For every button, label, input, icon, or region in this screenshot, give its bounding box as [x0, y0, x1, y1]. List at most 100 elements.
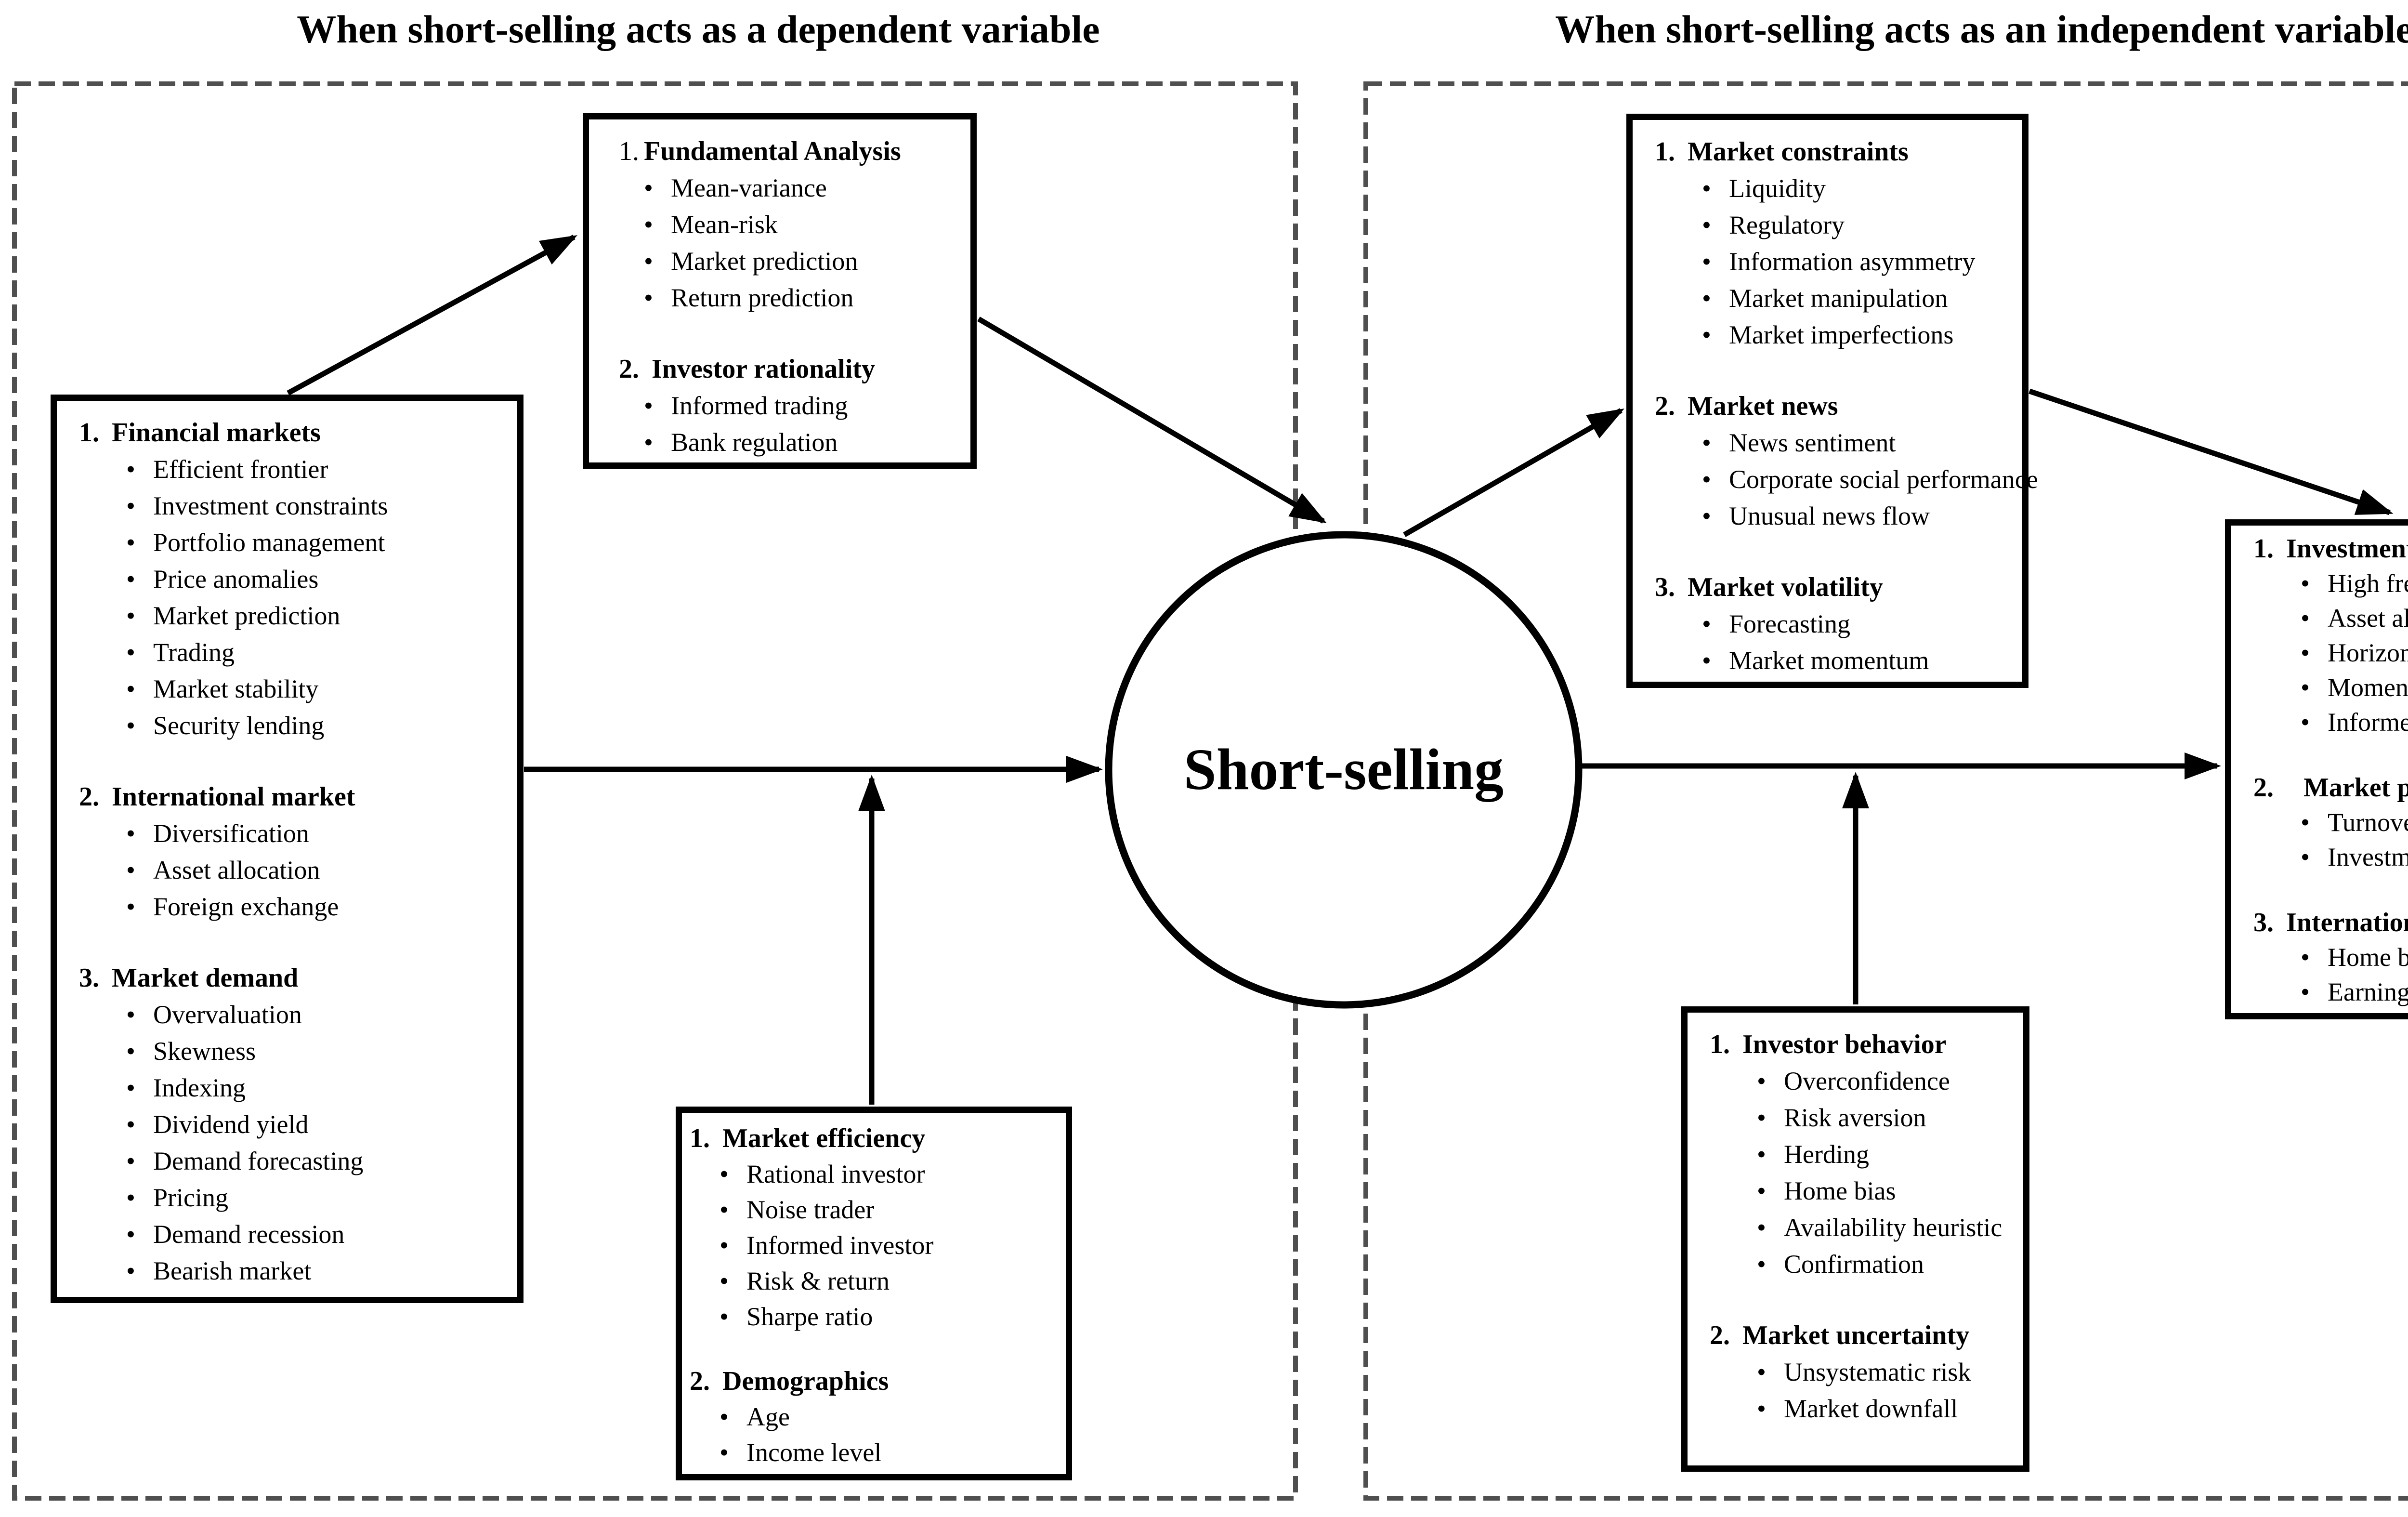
- investment-decision-box: 1.Investment decisionHigh frequency trad…: [2225, 519, 2408, 1019]
- list-item: Age: [717, 1399, 1058, 1435]
- list-item: Risk aversion: [1754, 1099, 2015, 1136]
- section-number: 1.: [1655, 137, 1675, 167]
- list-item: Asset allocation: [123, 852, 510, 888]
- section-heading: 1.Investor behavior: [1710, 1026, 2015, 1063]
- box-section: 3. Market demandOvervaluationSkewnessInde…: [79, 960, 510, 1289]
- section-item-list: Mean-varianceMean-riskMarket predictionR…: [619, 170, 963, 316]
- section-item-list: News sentimentCorporate social performan…: [1655, 424, 2038, 534]
- section-item-list: ForecastingMarket momentum: [1655, 606, 2015, 679]
- box-section: 1.Investment decisionHigh frequency trad…: [2253, 531, 2408, 739]
- section-heading: 2. Investor rationality: [619, 351, 963, 387]
- section-number: 1.: [619, 136, 639, 166]
- section-item-list: LiquidityRegulatoryInformation asymmetry…: [1655, 170, 2015, 353]
- list-item: Market momentum: [1699, 642, 2015, 679]
- section-heading: 2.Market news: [1655, 388, 2015, 424]
- list-item: Income level: [717, 1435, 1058, 1470]
- section-title: Investor rationality: [652, 354, 876, 384]
- right-panel-dashed-border: [1363, 81, 2408, 1501]
- list-item: Diversification: [123, 815, 510, 852]
- section-item-list: Turnover ratioInvestment return: [2253, 805, 2408, 874]
- financial-markets-box: 1.Financial marketsEfficient frontierInv…: [51, 395, 523, 1303]
- section-heading: 1.Investment decision: [2253, 531, 2408, 566]
- list-item: Availability heuristic: [1754, 1209, 2015, 1246]
- list-item: Market prediction: [123, 597, 510, 634]
- list-item: Market prediction: [641, 243, 963, 279]
- box-section: 2. International marketDiversificationAss…: [79, 778, 510, 925]
- list-item: Investment return: [2298, 840, 2408, 874]
- section-title: International diversification: [2286, 908, 2408, 937]
- list-item: Sharpe ratio: [717, 1299, 1058, 1334]
- section-number: 1.: [2253, 534, 2274, 564]
- section-title: Market constraints: [1688, 137, 1909, 167]
- section-title: Fundamental Analysis: [644, 136, 901, 166]
- list-item: Noise trader: [717, 1192, 1058, 1227]
- list-item: Informed investing: [2298, 705, 2408, 739]
- section-item-list: OverconfidenceRisk aversionHerdingHome b…: [1710, 1063, 2015, 1282]
- section-heading: 2.Demographics: [690, 1363, 1058, 1399]
- arrow-shortselling-to-marketconstraints: [1403, 408, 1624, 537]
- section-number: 2.: [79, 782, 99, 812]
- list-item: Demand forecasting: [123, 1143, 510, 1179]
- section-number: 3.: [79, 963, 99, 993]
- section-title: Market performance: [2303, 773, 2408, 803]
- list-item: Trading: [123, 634, 510, 671]
- box-section: 2.DemographicsAgeIncome level: [690, 1363, 1058, 1470]
- arrow-fundamental-to-shortselling: [977, 317, 1327, 524]
- list-item: Turnover ratio: [2298, 805, 2408, 840]
- section-number: 2.: [2253, 773, 2274, 803]
- list-item: Asset allocation: [2298, 601, 2408, 635]
- list-item: Rational investor: [717, 1156, 1058, 1192]
- section-number: 3.: [2253, 908, 2274, 937]
- list-item: Security lending: [123, 707, 510, 744]
- list-item: Bank regulation: [641, 424, 963, 461]
- box-section: 3. Market volatilityForecastingMarket mom…: [1655, 569, 2015, 679]
- section-item-list: Home biasEarning opacity: [2253, 940, 2408, 1009]
- section-number: 2.: [619, 354, 639, 384]
- section-item-list: OvervaluationSkewnessIndexingDividend yi…: [79, 996, 510, 1289]
- section-number: 2.: [690, 1366, 710, 1396]
- box-section: 1. Market constraintsLiquidityRegulatoryI…: [1655, 133, 2015, 353]
- list-item: Risk & return: [717, 1263, 1058, 1299]
- list-item: Regulatory: [1699, 207, 2015, 243]
- list-item: Overconfidence: [1754, 1063, 2015, 1099]
- list-item: Momentum investing: [2298, 670, 2408, 705]
- list-item: Pricing: [123, 1179, 510, 1216]
- list-item: Indexing: [123, 1069, 510, 1106]
- list-item: Home bias: [1754, 1173, 2015, 1209]
- list-item: Liquidity: [1699, 170, 2015, 207]
- investor-behavior-box: 1.Investor behaviorOverconfidenceRisk av…: [1681, 1006, 2029, 1472]
- section-heading: 3. Market volatility: [1655, 569, 2015, 606]
- box-section: 1.Fundamental AnalysisMean-varianceMean-…: [619, 133, 963, 316]
- section-heading: 1. Market constraints: [1655, 133, 2015, 170]
- market-efficiency-box: 1.Market efficiencyRational investorNois…: [676, 1107, 1072, 1480]
- section-title: Investor behavior: [1742, 1029, 1947, 1059]
- section-number: 2.: [1655, 391, 1675, 421]
- list-item: Home bias: [2298, 940, 2408, 975]
- section-number: 2.: [1710, 1320, 1730, 1350]
- section-item-list: Unsystematic riskMarket downfall: [1710, 1354, 2015, 1427]
- list-item: Market downfall: [1754, 1390, 2015, 1427]
- section-heading: 3. Market demand: [79, 960, 510, 996]
- box-section: 3. International diversificationHome bias…: [2253, 905, 2408, 1009]
- list-item: Informed trading: [641, 387, 963, 424]
- section-item-list: High frequency tradingAsset allocationHo…: [2253, 566, 2408, 739]
- box-section: 2. Investor rationalityInformed tradingBa…: [619, 351, 963, 461]
- section-title: International market: [112, 782, 355, 812]
- list-item: Mean-variance: [641, 170, 963, 206]
- section-title: Market demand: [112, 963, 299, 993]
- list-item: Mean-risk: [641, 206, 963, 243]
- list-item: Corporate social performance: [1699, 461, 2038, 498]
- section-item-list: DiversificationAsset allocationForeign e…: [79, 815, 510, 925]
- section-heading: 1.Financial markets: [79, 414, 510, 451]
- list-item: Foreign exchange: [123, 888, 510, 925]
- section-title: Market uncertainty: [1742, 1320, 1970, 1350]
- left-panel-title: When short-selling acts as a dependent v…: [297, 7, 1100, 51]
- section-title: Market volatility: [1688, 572, 1883, 602]
- section-number: 3.: [1655, 572, 1675, 602]
- list-item: High frequency trading: [2298, 566, 2408, 601]
- list-item: Market manipulation: [1699, 280, 2015, 317]
- list-item: Forecasting: [1699, 606, 2015, 642]
- list-item: Informed investor: [717, 1227, 1058, 1263]
- list-item: Dividend yield: [123, 1106, 510, 1143]
